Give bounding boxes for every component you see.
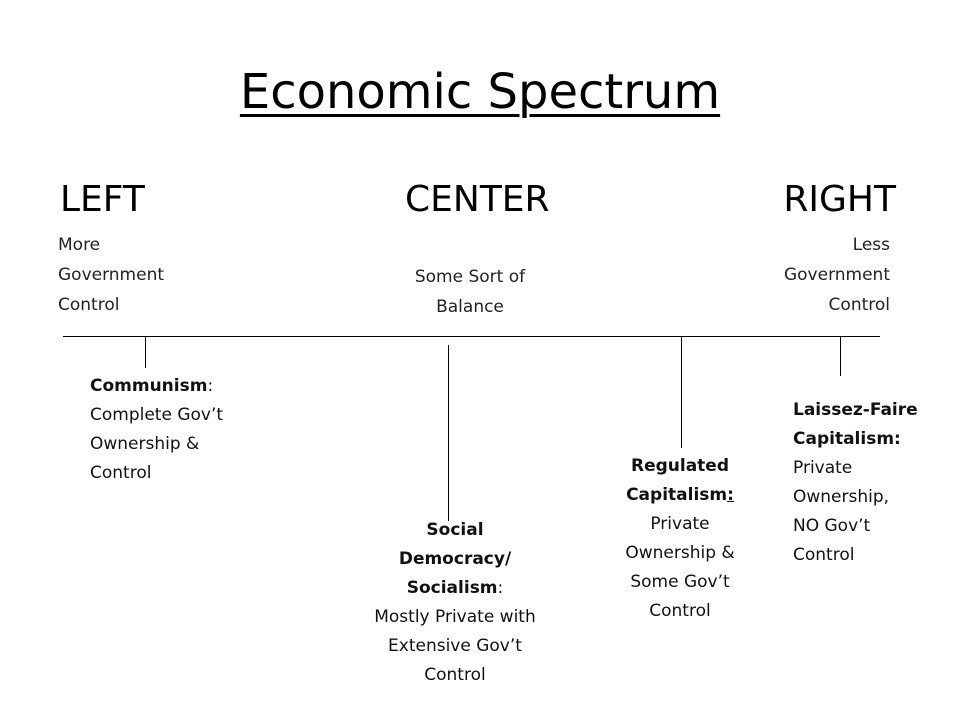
regulated-capitalism-tick (681, 336, 682, 448)
social-democracy-line: Control (424, 665, 486, 685)
regulated-capitalism-line: Control (649, 601, 711, 621)
communism-tick (145, 336, 146, 368)
center-description: Some Sort of Balance (380, 262, 560, 322)
laissez-faire-line: Control (793, 545, 855, 565)
social-democracy-label: Social Democracy/ Socialism: Mostly Priv… (350, 516, 560, 690)
communism-colon: : (207, 376, 214, 396)
spectrum-axis (63, 336, 880, 337)
regulated-capitalism-name: Regulated (630, 456, 729, 476)
regulated-capitalism-line: Private (650, 514, 710, 534)
communism-line: Ownership & (90, 434, 200, 454)
center-desc-line: Balance (436, 297, 504, 317)
center-desc-line: Some Sort of (414, 267, 526, 287)
regulated-capitalism-line: Ownership & (625, 543, 735, 563)
communism-label: Communism: Complete Gov’t Ownership & Co… (90, 372, 280, 488)
left-description: More Government Control (58, 230, 228, 320)
social-democracy-line: Mostly Private with (374, 607, 536, 627)
laissez-faire-line: NO Gov’t (793, 516, 871, 536)
laissez-faire-name: Laissez-Faire (793, 400, 918, 420)
pole-center-label: CENTER (405, 179, 550, 220)
social-democracy-name: Social (426, 520, 484, 540)
regulated-capitalism-line: Some Gov’t (630, 572, 730, 592)
page-title: Economic Spectrum (239, 64, 721, 120)
regulated-capitalism-name: Capitalism (626, 485, 728, 505)
regulated-capitalism-colon: : (727, 485, 734, 505)
social-democracy-name: Socialism (406, 578, 498, 598)
laissez-faire-line: Ownership, (793, 487, 890, 507)
laissez-faire-label: Laissez-Faire Capitalism: Private Owners… (793, 396, 943, 570)
left-desc-line: Control (58, 295, 120, 315)
communism-name: Communism (90, 376, 208, 396)
social-democracy-colon: : (497, 578, 504, 598)
right-desc-line: Control (828, 295, 890, 315)
left-desc-line: More (58, 235, 101, 255)
communism-line: Control (90, 463, 152, 483)
right-description: Less Government Control (720, 230, 890, 320)
laissez-faire-name: Capitalism: (793, 429, 901, 449)
pole-right-label: RIGHT (783, 179, 896, 220)
laissez-faire-tick (840, 336, 841, 376)
right-desc-line: Less (852, 235, 890, 255)
communism-line: Complete Gov’t (90, 405, 224, 425)
right-desc-line: Government (783, 265, 890, 285)
social-democracy-line: Extensive Gov’t (388, 636, 522, 656)
left-desc-line: Government (58, 265, 165, 285)
laissez-faire-line: Private (793, 458, 853, 478)
social-democracy-name: Democracy/ (398, 549, 512, 569)
regulated-capitalism-label: Regulated Capitalism: Private Ownership … (600, 452, 760, 626)
pole-left-label: LEFT (60, 179, 145, 220)
social-democracy-tick (448, 345, 449, 521)
